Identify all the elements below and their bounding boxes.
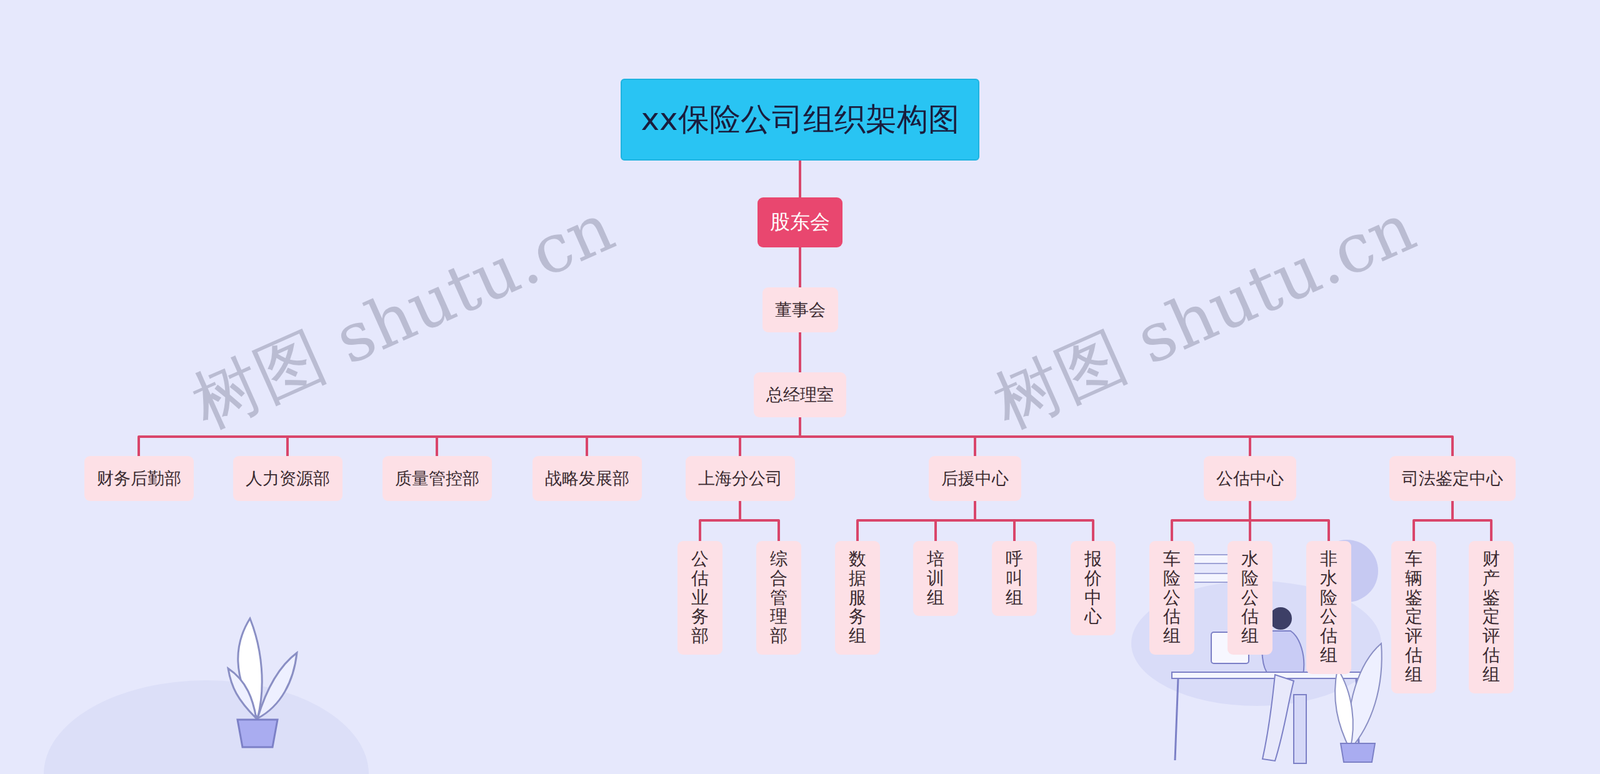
node-label: 财务后勤部	[96, 467, 182, 490]
node-label: 财产鉴定评估组	[1482, 550, 1500, 685]
watermark: 树图 shutu.cn	[178, 182, 629, 450]
node-label: 报价中心	[1084, 550, 1102, 627]
plant-left	[228, 618, 297, 748]
title-box: xx保险公司组织架构图	[620, 78, 979, 161]
group-box: 数据服务组	[835, 541, 880, 655]
org-connector	[436, 417, 800, 457]
group-box: 非水险公估组	[1306, 541, 1352, 675]
department-box: 公估中心	[1203, 456, 1297, 502]
node-label: 战略发展部	[545, 467, 630, 490]
node-label: 公估中心	[1216, 467, 1284, 490]
org-connector	[798, 160, 802, 199]
department-box: 人力资源部	[233, 456, 343, 502]
org-connector	[800, 417, 1453, 457]
department-box: 质量管控部	[382, 456, 492, 502]
group-box: 报价中心	[1070, 541, 1116, 636]
node-label: 水险公估组	[1241, 550, 1259, 647]
department-box: 财务后勤部	[84, 456, 194, 502]
node-label: 非水险公估组	[1320, 550, 1338, 666]
org-connector	[1413, 501, 1453, 542]
org-connector	[1250, 501, 1329, 542]
department-box: 上海分公司	[685, 456, 795, 502]
org-connector	[935, 501, 975, 542]
node-label: 车辆鉴定评估组	[1405, 550, 1423, 685]
node-label: 培训组	[926, 550, 945, 608]
org-connector	[975, 501, 1094, 542]
ground-blob	[43, 680, 369, 774]
org-connector	[1452, 501, 1492, 542]
watermark: 树图 shutu.cn	[980, 182, 1430, 450]
node-label: 后援中心	[941, 467, 1009, 490]
node-label: 车险公估组	[1163, 550, 1181, 647]
root-box: 股东会	[757, 197, 843, 248]
node-label: 上海分公司	[698, 467, 783, 490]
node-label: 总经理室	[766, 383, 834, 407]
org-connector	[740, 417, 800, 457]
department-box: 战略发展部	[532, 456, 642, 502]
department-box: 董事会	[762, 287, 839, 333]
node-label: 股东会	[770, 208, 830, 237]
node-label: 人力资源部	[245, 467, 330, 490]
node-label: 综合管理部	[770, 550, 788, 647]
node-label: 董事会	[775, 298, 826, 322]
office-illustration	[1131, 540, 1382, 764]
org-connector	[740, 501, 779, 542]
node-label: 质量管控部	[395, 467, 480, 490]
node-label: 司法鉴定中心	[1401, 467, 1504, 490]
group-box: 培训组	[913, 541, 959, 617]
group-box: 车险公估组	[1149, 541, 1195, 655]
group-box: 公估业务部	[677, 541, 723, 655]
node-label: xx保险公司组织架构图	[640, 98, 959, 141]
department-box: 司法鉴定中心	[1389, 456, 1516, 502]
org-connector	[798, 332, 802, 373]
node-label: 呼叫组	[1005, 550, 1024, 608]
group-box: 综合管理部	[756, 541, 802, 655]
group-box: 水险公估组	[1227, 541, 1273, 655]
group-box: 车辆鉴定评估组	[1391, 541, 1437, 694]
org-connector	[857, 501, 975, 542]
group-box: 呼叫组	[991, 541, 1037, 617]
node-label: 数据服务组	[848, 550, 867, 647]
org-connector	[798, 247, 802, 288]
department-box: 后援中心	[928, 456, 1022, 502]
department-box: 总经理室	[753, 372, 847, 418]
org-connector	[287, 417, 800, 457]
org-connector	[700, 501, 740, 542]
org-connector	[1171, 501, 1250, 542]
group-box: 财产鉴定评估组	[1468, 541, 1514, 694]
node-label: 公估业务部	[691, 550, 709, 647]
org-connector	[586, 417, 800, 457]
